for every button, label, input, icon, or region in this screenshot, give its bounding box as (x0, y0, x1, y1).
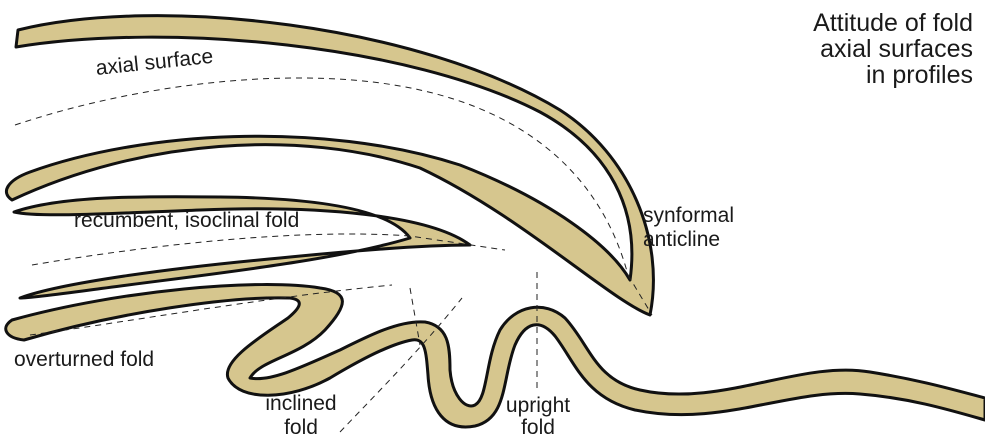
synformal-line-1: synformal (643, 204, 734, 228)
label-synformal-anticline: synformal anticline (643, 204, 734, 252)
diagram-title: Attitude of fold axial surfaces in profi… (813, 10, 973, 88)
label-overturned-fold: overturned fold (14, 349, 154, 371)
title-line-3: in profiles (813, 62, 973, 88)
upright-line-1: upright (488, 395, 588, 417)
label-upright-fold: upright fold (488, 395, 588, 439)
title-line-1: Attitude of fold (813, 10, 973, 36)
label-inclined-fold: inclined fold (248, 392, 354, 440)
title-line-2: axial surfaces (813, 36, 973, 62)
label-recumbent-fold: recumbent, isoclinal fold (74, 210, 299, 232)
upright-line-2: fold (488, 417, 588, 439)
inclined-line-2: fold (248, 416, 354, 440)
synformal-line-2: anticline (643, 228, 734, 252)
inclined-line-1: inclined (248, 392, 354, 416)
